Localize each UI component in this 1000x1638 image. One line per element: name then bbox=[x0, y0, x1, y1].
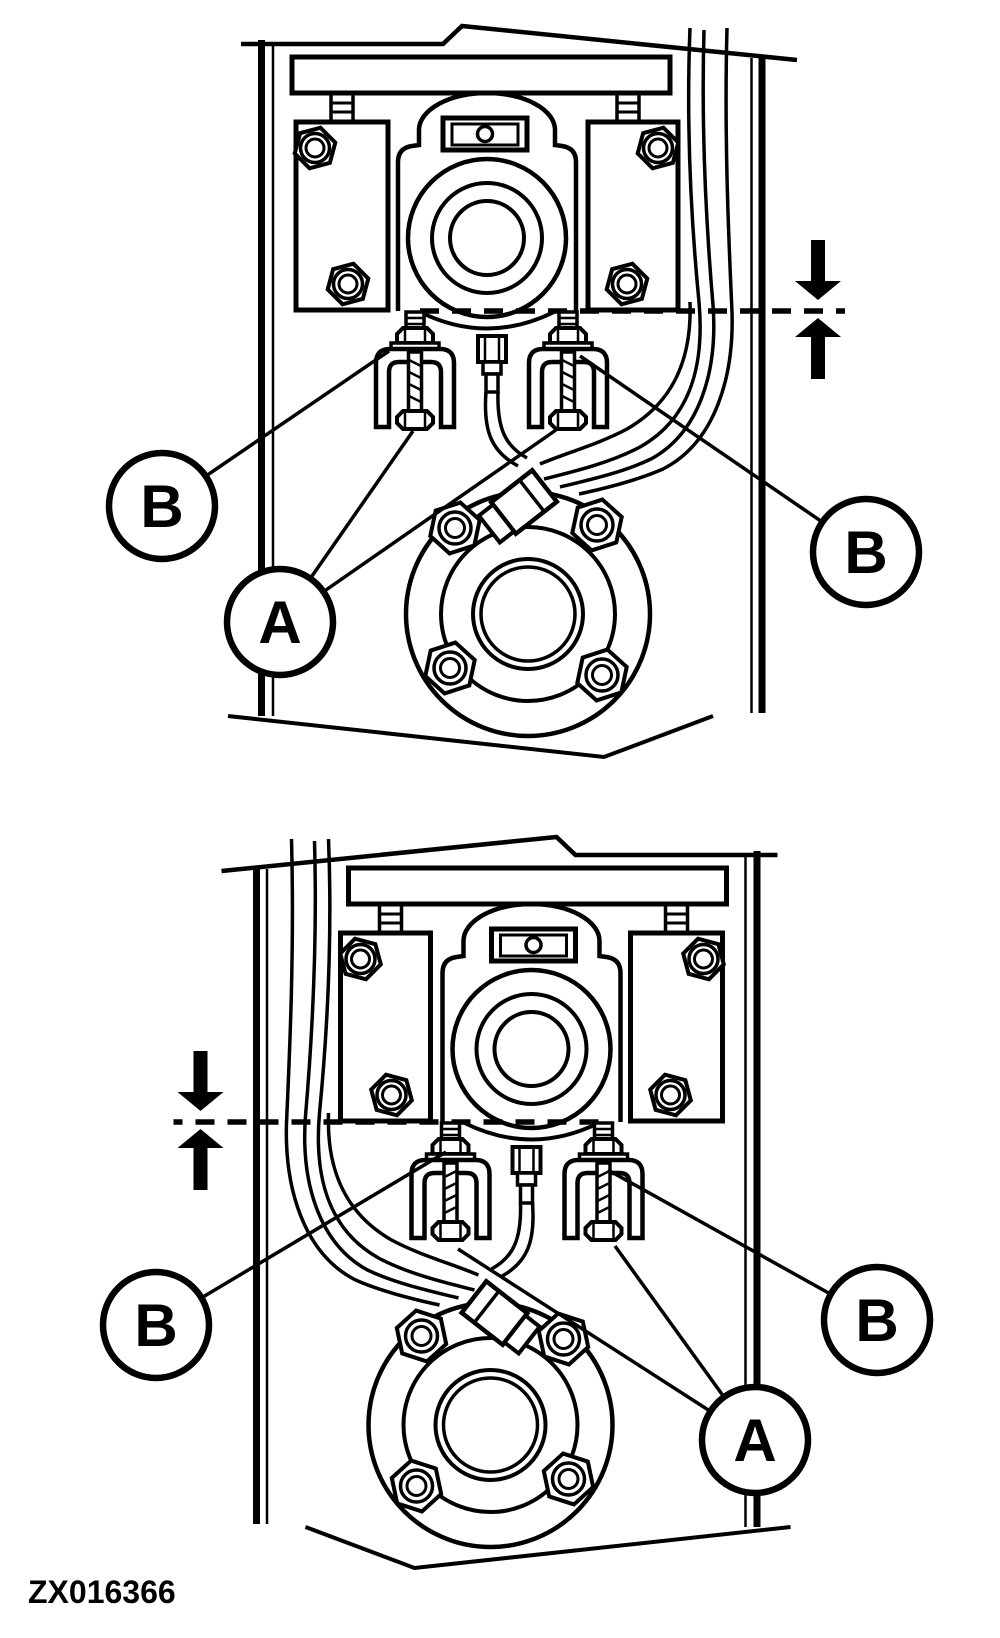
callout-a-label: A bbox=[733, 1407, 776, 1474]
callout-a-label: A bbox=[258, 589, 301, 656]
figure-code: ZX016366 bbox=[28, 1574, 176, 1610]
callout-b-left-label: B bbox=[140, 473, 183, 540]
callout-b-left-label: B bbox=[134, 1292, 177, 1359]
callout-b-right-label: B bbox=[844, 519, 887, 586]
callout-b-right-label: B bbox=[855, 1287, 898, 1354]
bottom-diagram: B B A bbox=[103, 837, 930, 1568]
top-diagram: B A B bbox=[109, 26, 919, 757]
